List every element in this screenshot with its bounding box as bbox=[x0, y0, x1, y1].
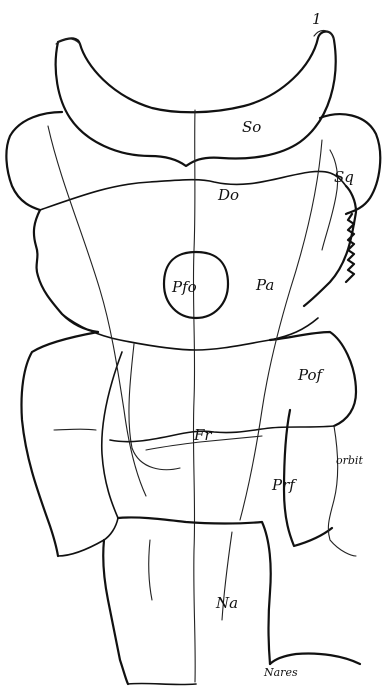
supraoccipital-bone bbox=[56, 32, 336, 167]
left-lateral-suture-lower bbox=[58, 518, 118, 556]
frontal-inner-left bbox=[129, 344, 180, 470]
nasal-left-edge bbox=[103, 540, 128, 684]
corner-mark: 1 bbox=[312, 10, 322, 28]
nasal-lower-edge bbox=[128, 683, 196, 684]
label-pa: Pa bbox=[255, 276, 274, 294]
label-pof: Pof bbox=[297, 366, 325, 384]
label-nares: Nares bbox=[263, 666, 298, 679]
label-so: So bbox=[242, 118, 261, 136]
left-lateral-bone bbox=[21, 332, 98, 556]
parietal-frontal-suture bbox=[62, 314, 318, 350]
lateral-line-right bbox=[240, 140, 322, 520]
skull-outline-posterior bbox=[6, 112, 380, 214]
label-prf: Prf bbox=[271, 476, 297, 494]
nares-notch bbox=[270, 653, 360, 664]
squamosal-inner-line bbox=[322, 150, 338, 250]
dermoccipital-suture bbox=[40, 171, 346, 210]
label-pfo: Pfo bbox=[171, 278, 197, 296]
right-lateral-edge bbox=[346, 214, 354, 282]
midline-suture bbox=[193, 110, 195, 682]
label-orbit: orbit bbox=[336, 454, 363, 467]
label-do: Do bbox=[217, 186, 239, 204]
frontal-transverse bbox=[110, 426, 334, 442]
orbit-margin bbox=[328, 426, 356, 556]
lateral-line-left bbox=[48, 126, 146, 496]
left-transverse-line bbox=[54, 429, 96, 430]
squamosal-bone bbox=[304, 186, 356, 306]
label-fr: Fr bbox=[193, 426, 212, 444]
left-lateral-edge bbox=[34, 210, 98, 332]
label-na: Na bbox=[215, 594, 238, 612]
label-sq: Sq bbox=[334, 168, 354, 186]
nasal-inner-line-left bbox=[149, 540, 152, 600]
